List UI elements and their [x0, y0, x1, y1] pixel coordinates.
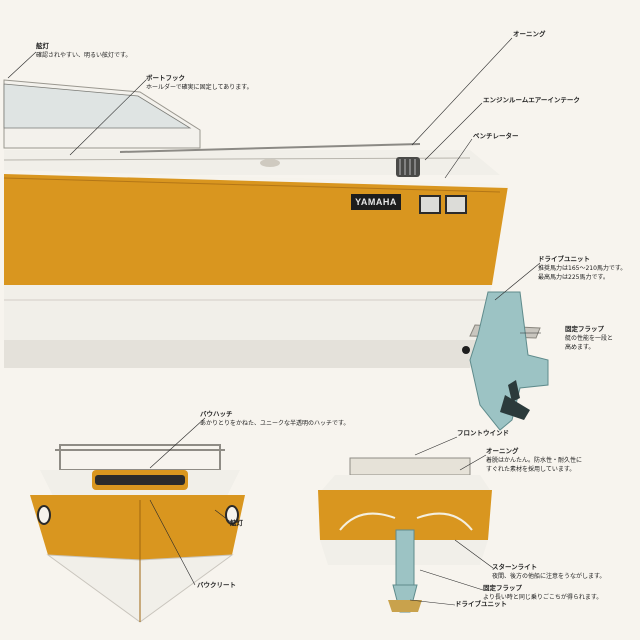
annotation-title: ドライブユニット	[538, 255, 590, 263]
annotation-drive-unit-rear: ドライブユニット	[455, 600, 507, 609]
annotation-title: 舷灯	[36, 42, 49, 50]
annotation-desc-1: 着脱はかんたん。防水性・耐久性に	[486, 457, 583, 464]
annotation-drive-unit-top: ドライブユニット 推奨馬力は165～210馬力です。 最高馬力は225馬力です。	[538, 255, 626, 282]
annotation-desc: あかりとりをかねた、ユニークな半透明のハッチです。	[200, 420, 350, 427]
annotation-navigation-light-top: 舷灯 確認されやすい、明るい舷灯です。	[36, 42, 131, 60]
annotation-desc-2: 高めます。	[565, 344, 595, 351]
annotation-title: オーニング	[486, 447, 519, 455]
side-view-boat	[3, 79, 549, 431]
annotation-stern-light: スターンライト 夜間、後方の他船に注意をうながします。	[492, 563, 605, 581]
annotation-desc: 夜間、後方の他船に注意をうながします。	[492, 573, 606, 580]
annotation-front-window: フロントウインド	[457, 429, 509, 438]
annotation-fixed-flap-rear: 固定フラップ より長い時と同じ乗りごこちが得られます。	[483, 584, 602, 602]
annotation-title: ボートフック	[146, 74, 185, 82]
annotation-title: オーニング	[513, 30, 546, 38]
annotation-ventilator: ベンチレーター	[473, 132, 519, 141]
annotation-title: バウクリート	[197, 581, 236, 589]
annotation-title: ベンチレーター	[473, 132, 519, 140]
annotation-engine-air-intake: エンジンルームエアーインテーク	[483, 96, 580, 105]
annotation-desc-1: 艇の性能を一段と	[565, 335, 614, 342]
annotation-fixed-flap-top: 固定フラップ 艇の性能を一段と 高めます。	[565, 325, 613, 352]
annotation-title: フロントウインド	[457, 429, 509, 437]
annotation-desc-2: 最高馬力は225馬力です。	[538, 274, 609, 281]
annotation-bow-cleat: バウクリート	[197, 581, 236, 590]
annotation-navigation-light-front: 舷灯	[230, 519, 243, 528]
annotation-title: 固定フラップ	[565, 325, 604, 333]
annotation-title: 固定フラップ	[483, 584, 522, 592]
annotation-title: 舷灯	[230, 519, 243, 527]
annotation-title: エンジンルームエアーインテーク	[483, 96, 580, 104]
annotation-title: ドライブユニット	[455, 600, 507, 608]
rear-view-boat	[318, 457, 492, 613]
annotation-bow-hatch: バウハッチ あかりとりをかねた、ユニークな半透明のハッチです。	[200, 410, 349, 428]
front-view-boat	[30, 444, 245, 623]
annotation-awning-top: オーニング	[513, 30, 546, 39]
annotation-desc: ホールダーで確実に固定してあります。	[146, 84, 253, 91]
annotation-title: バウハッチ	[200, 410, 233, 418]
annotation-awning-rear: オーニング 着脱はかんたん。防水性・耐久性に すぐれた素材を採用しています。	[486, 447, 582, 474]
annotation-desc-2: すぐれた素材を採用しています。	[486, 466, 576, 473]
leader-lines	[7, 37, 541, 606]
yamaha-logo: YAMAHA	[351, 194, 401, 210]
annotation-desc-1: 推奨馬力は165～210馬力です。	[538, 265, 627, 272]
annotation-desc: 確認されやすい、明るい舷灯です。	[36, 52, 132, 59]
annotation-desc: より長い時と同じ乗りごこちが得られます。	[483, 594, 603, 601]
annotation-title: スターンライト	[492, 563, 538, 571]
annotation-boat-hook: ボートフック ホールダーで確実に固定してあります。	[146, 74, 253, 92]
